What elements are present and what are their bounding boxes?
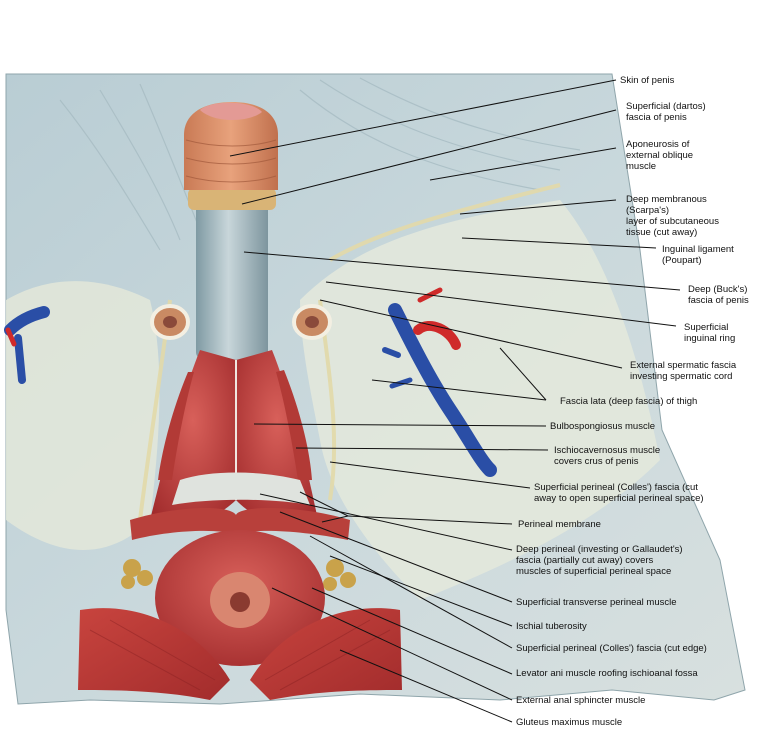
penis bbox=[184, 102, 278, 360]
perineal-membrane-shape bbox=[172, 472, 310, 505]
label-superficial-dartos-fascia: Superficial (dartos) fascia of penis bbox=[626, 101, 706, 123]
label-perineal-membrane: Perineal membrane bbox=[518, 519, 601, 530]
thigh-fascia-regions bbox=[6, 200, 660, 600]
label-inguinal-ligament: Inguinal ligament (Poupart) bbox=[662, 244, 734, 266]
label-deep-bucks-fascia: Deep (Buck's) fascia of penis bbox=[688, 284, 749, 306]
ischioanal-fat bbox=[121, 559, 356, 591]
anal-sphincter bbox=[155, 530, 325, 666]
label-superficial-perineal-colles-cut-edge: Superficial perineal (Colles') fascia (c… bbox=[516, 643, 707, 654]
label-superficial-transverse-perineal: Superficial transverse perineal muscle bbox=[516, 597, 677, 608]
label-aponeurosis-external-oblique: Aponeurosis of external oblique muscle bbox=[626, 139, 694, 172]
label-levator-ani: Levator ani muscle roofing ischioanal fo… bbox=[516, 668, 698, 679]
label-superficial-perineal-colles-cut-away: Superficial perineal (Colles') fascia (c… bbox=[534, 482, 704, 504]
label-ischiocavernosus: Ischiocavernosus muscle covers crus of p… bbox=[554, 445, 661, 467]
label-ischial-tuberosity: Ischial tuberosity bbox=[516, 621, 587, 632]
label-gluteus-maximus: Gluteus maximus muscle bbox=[516, 717, 623, 728]
vessels bbox=[4, 287, 497, 477]
label-deep-perineal-gallaudet: Deep perineal (investing or Gallaudet's)… bbox=[516, 544, 683, 577]
label-fascia-lata: Fascia lata (deep fascia) of thigh bbox=[560, 396, 698, 407]
aponeurosis-fibres bbox=[59, 77, 581, 251]
spermatic-cord-stumps bbox=[150, 304, 332, 340]
label-external-anal-sphincter: External anal sphincter muscle bbox=[516, 695, 646, 706]
label-bulbospongiosus: Bulbospongiosus muscle bbox=[550, 421, 656, 432]
label-skin-of-penis: Skin of penis bbox=[620, 75, 675, 86]
label-superficial-inguinal-ring: Superficial inguinal ring bbox=[684, 322, 736, 344]
leader-lines bbox=[229, 79, 681, 723]
label-deep-membranous-scarpa: Deep membranous (Scarpa's) layer of subc… bbox=[626, 194, 719, 238]
label-external-spermatic-fascia: External spermatic fascia investing sper… bbox=[630, 360, 737, 382]
